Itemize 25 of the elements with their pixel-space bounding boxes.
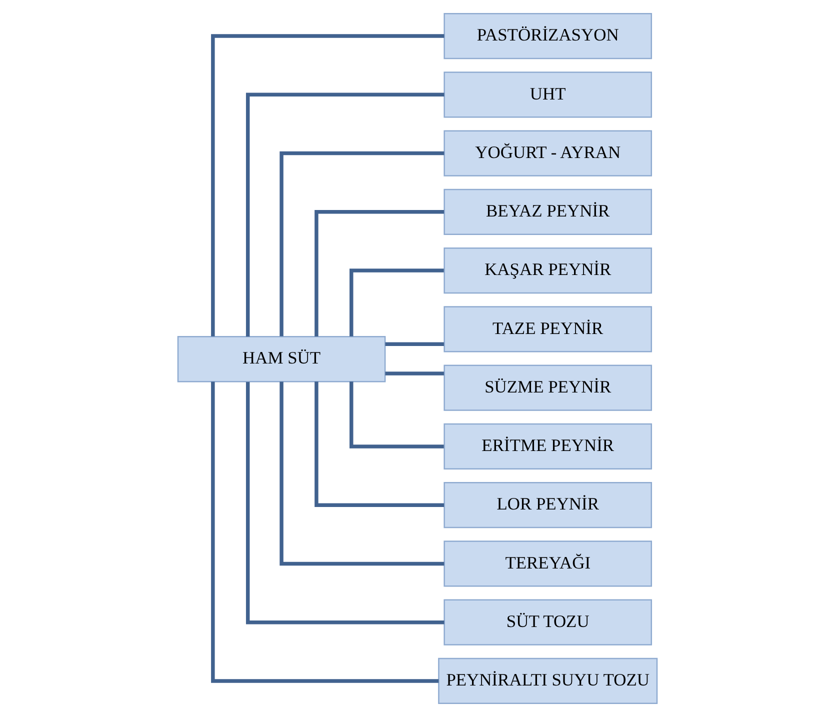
connector [211,34,444,336]
connector [246,382,444,624]
node-box: PASTÖRİZASYON [444,12,652,60]
connector [211,382,439,683]
connector [314,210,444,336]
connector [385,342,444,346]
node-box: ERİTME PEYNİR [444,423,652,470]
node-box: HAM SÜT [177,336,386,382]
node-box: TAZE PEYNİR [444,306,652,352]
node-box: SÜZME PEYNİR [444,364,652,411]
connector [280,382,444,566]
connector [350,268,444,336]
connector [385,372,444,376]
node-box: KAŞAR PEYNİR [444,247,652,294]
node-box: TEREYAĞI [444,540,652,587]
node-box: SÜT TOZU [444,599,652,646]
connector [314,382,444,507]
node-box: LOR PEYNİR [444,482,652,528]
connector [350,382,444,448]
node-box: YOĞURT - AYRAN [444,130,652,176]
connector [280,151,444,336]
connector [246,92,444,337]
node-box: BEYAZ PEYNİR [444,188,652,235]
node-box: PEYNİRALTI SUYU TOZU [438,658,658,704]
node-box: UHT [444,72,652,118]
